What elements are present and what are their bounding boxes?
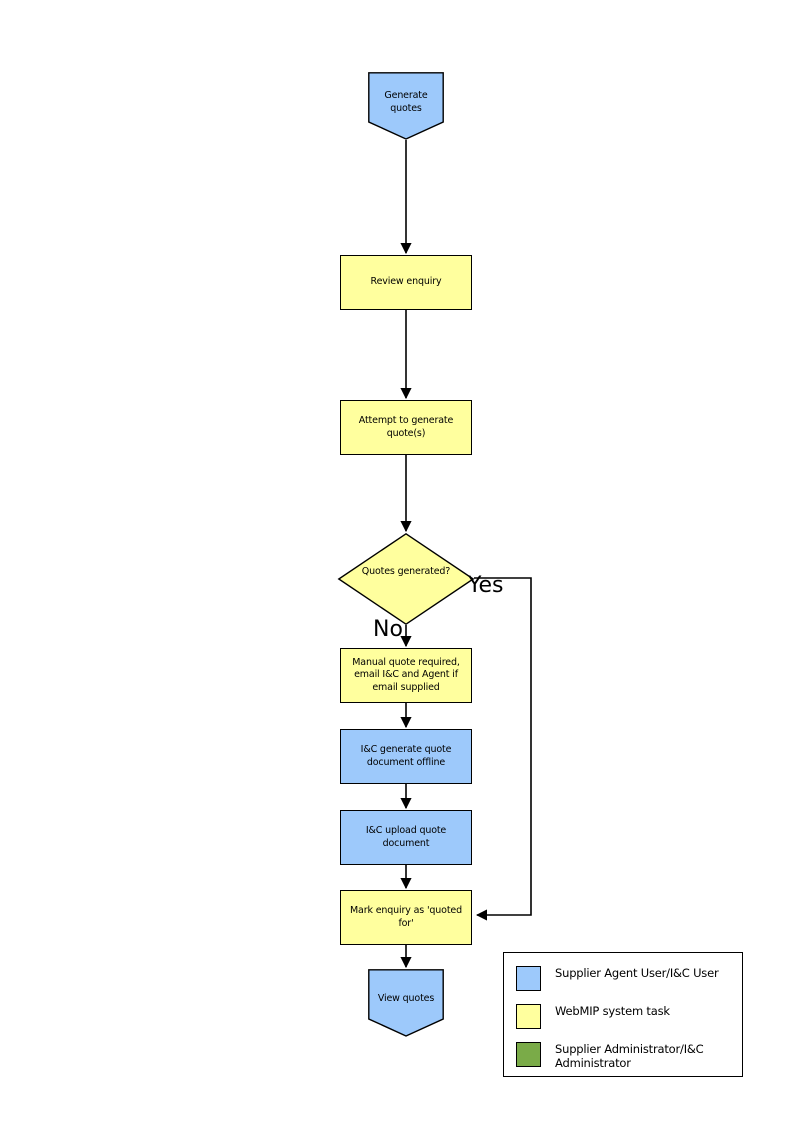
node-ic-upload-quote-document[interactable]: I&C upload quote document [340, 810, 472, 865]
node-label: I&C generate quote document offline [360, 744, 452, 768]
node-label: Manual quote required, email I&C and Age… [352, 656, 460, 693]
node-review-enquiry[interactable]: Review enquiry [340, 255, 472, 310]
node-label: Generate quotes [384, 90, 428, 114]
edge-label-no: No [373, 617, 403, 642]
legend-label: Supplier Agent User/I&C User [555, 966, 719, 980]
legend-label: WebMIP system task [555, 1004, 670, 1018]
edge-label-yes: Yes [468, 573, 504, 598]
node-label: Review enquiry [370, 276, 442, 288]
legend-swatch-green [516, 1042, 541, 1067]
node-attempt-generate-quotes[interactable]: Attempt to generate quote(s) [340, 400, 472, 455]
node-label: View quotes [377, 993, 435, 1004]
legend-item-webmip-system-task: WebMIP system task [516, 1004, 670, 1029]
node-ic-generate-quote-document[interactable]: I&C generate quote document offline [340, 729, 472, 784]
pentagon-shape [368, 72, 444, 140]
node-label: Quotes generated? [361, 566, 451, 577]
node-view-quotes[interactable]: View quotes [368, 969, 444, 1037]
pentagon-shape [368, 969, 444, 1037]
node-mark-enquiry-quoted-for[interactable]: Mark enquiry as 'quoted for' [340, 890, 472, 945]
legend-item-supplier-agent-user: Supplier Agent User/I&C User [516, 966, 719, 991]
node-label: Mark enquiry as 'quoted for' [350, 905, 462, 929]
legend-panel: Supplier Agent User/I&C User WebMIP syst… [503, 952, 743, 1077]
legend-swatch-yellow [516, 1004, 541, 1029]
legend-label: Supplier Administrator/I&C Administrator [555, 1042, 704, 1070]
node-quotes-generated-decision[interactable]: Quotes generated? [337, 532, 475, 626]
node-label: Attempt to generate quote(s) [358, 415, 454, 439]
node-generate-quotes[interactable]: Generate quotes [368, 72, 444, 140]
legend-swatch-blue [516, 966, 541, 991]
node-label: I&C upload quote document [365, 825, 447, 849]
legend-item-supplier-administrator: Supplier Administrator/I&C Administrator [516, 1042, 740, 1070]
node-manual-quote-required[interactable]: Manual quote required, email I&C and Age… [340, 648, 472, 703]
diamond-shape [337, 532, 475, 626]
